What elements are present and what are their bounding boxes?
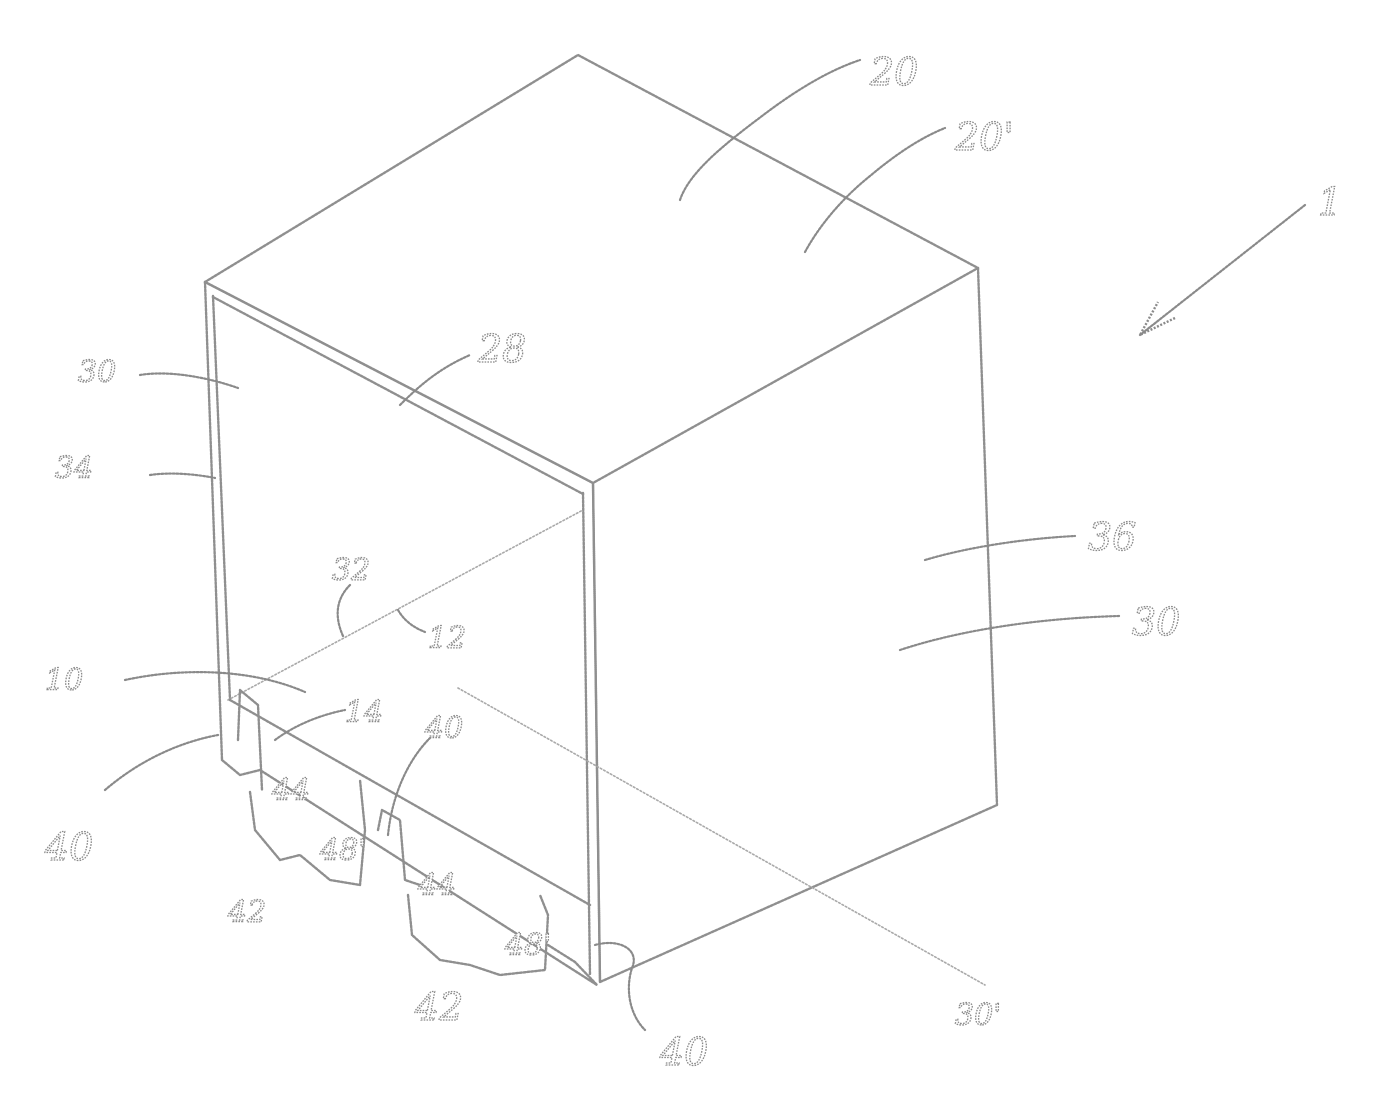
ref-14: 14 xyxy=(345,695,383,730)
ref-40-bottom: 40 xyxy=(659,1030,708,1074)
leader-40-bottom xyxy=(593,941,647,1032)
foot-left-bracket xyxy=(236,688,264,792)
ref-34: 34 xyxy=(55,451,93,486)
leader-40-upper xyxy=(386,736,432,837)
foot-left-body xyxy=(248,778,367,887)
box-front-right-edge xyxy=(591,481,602,984)
leader-10 xyxy=(123,671,307,694)
ref-42-b: 42 xyxy=(414,985,463,1029)
box-bottom-strip xyxy=(228,698,592,907)
ref-44-a: 44 xyxy=(271,773,310,808)
seam-top-front-outer xyxy=(203,280,595,485)
box-front-right-inner-edge xyxy=(581,491,592,977)
leader-40-left xyxy=(103,733,220,792)
ref-48-a: 48' xyxy=(319,833,366,868)
leader-36 xyxy=(923,534,1077,562)
seam-top-front-inner xyxy=(211,295,585,496)
foot-right-end xyxy=(546,943,599,987)
box-bottom-front-edge xyxy=(220,758,599,987)
leader-30-right xyxy=(898,614,1122,652)
box-outline xyxy=(203,53,999,987)
leader-lines xyxy=(103,58,1122,1032)
leader-12 xyxy=(396,608,427,634)
box-front-left-edge xyxy=(203,280,224,762)
leader-34 xyxy=(148,472,217,480)
ref-30-right: 30 xyxy=(1132,600,1180,644)
box-front-left-inner-edge xyxy=(211,294,232,702)
ref-20-prime: 20' xyxy=(954,115,1014,159)
leader-30-left xyxy=(138,372,240,390)
leader-20p xyxy=(803,126,947,254)
inner-bottom-diagonal xyxy=(457,687,986,986)
arrow-shaft xyxy=(1138,203,1307,337)
arrow-ref-1 xyxy=(1138,203,1307,337)
ref-30-prime: 30' xyxy=(955,998,1001,1033)
leader-20 xyxy=(678,58,862,202)
ref-40-left: 40 xyxy=(44,825,93,869)
inner-diagonal-line xyxy=(227,509,584,701)
feet xyxy=(236,688,599,987)
ref-28: 28 xyxy=(477,327,526,371)
ref-44-b: 44 xyxy=(417,868,456,903)
leader-32 xyxy=(336,583,352,638)
reference-numerals: 20 20' 1 28 30 34 36 30 32 12 10 14 40 4… xyxy=(43,49,1342,1074)
ref-20: 20 xyxy=(869,50,918,94)
ref-32: 32 xyxy=(332,553,370,588)
ref-48-b: 48' xyxy=(504,928,551,963)
foot-right-bracket xyxy=(376,808,422,887)
foot-right-body xyxy=(406,893,550,977)
ref-1: 1 xyxy=(1318,180,1342,224)
ref-42-a: 42 xyxy=(227,895,266,930)
ref-30-left: 30 xyxy=(78,355,116,390)
ref-36: 36 xyxy=(1088,515,1136,559)
box-top-face xyxy=(203,53,980,485)
leader-28 xyxy=(398,353,472,407)
ref-10: 10 xyxy=(45,663,83,698)
ref-40-upper: 40 xyxy=(424,711,463,746)
ref-12: 12 xyxy=(428,621,466,656)
leader-14 xyxy=(273,708,347,742)
box-right-face xyxy=(591,266,999,984)
